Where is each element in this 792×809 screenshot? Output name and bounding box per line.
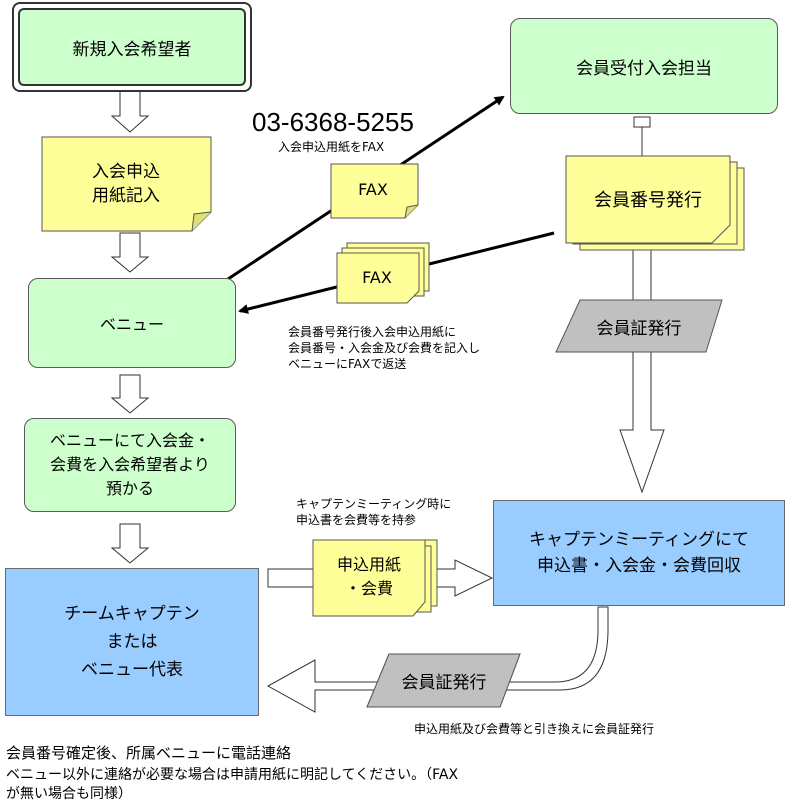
- down-arrow-3: [110, 374, 150, 414]
- member-number-label: 会員番号発行: [594, 190, 702, 211]
- fax-stack-label: FAX: [362, 267, 392, 287]
- venue-label: ベニュー: [99, 315, 164, 334]
- reception-label: 会員受付入会担当: [576, 58, 712, 79]
- card-issue-bottom-label: 会員証発行: [401, 673, 487, 693]
- form-fee-doc: [312, 539, 426, 617]
- applicant-box: 新規入会希望者: [12, 2, 252, 92]
- deposit-box: ベニューにて入会金・ 会費を入会希望者より 預かる: [24, 418, 236, 512]
- down-arrow-1: [110, 89, 150, 133]
- meeting-note: キャプテンミーティング時に 申込書を会費等を持参: [296, 497, 452, 527]
- fax-stack-doc: [336, 252, 420, 304]
- captain-meeting-label: キャプテンミーティングにて 申込書・入会金・会費回収: [529, 530, 749, 576]
- small-connector: [633, 116, 651, 128]
- fax-note: 入会申込用紙をFAX: [278, 140, 385, 154]
- footer-line-3: が無い場合も同様）: [6, 786, 132, 802]
- phone-number: 03-6368-5255: [252, 107, 414, 137]
- member-number-doc: [565, 155, 731, 244]
- fax-single-label: FAX: [358, 179, 388, 199]
- footer-line-2: ベニュー以外に連絡が必要な場合は申請用紙に明記してください。（FAX: [6, 767, 459, 783]
- captain-label: チームキャプテン または ベニュー代表: [64, 604, 200, 680]
- footer-line-1: 会員番号確定後、所属ベニューに電話連絡: [6, 744, 292, 762]
- big-down-arrow: [619, 249, 665, 494]
- deposit-label: ベニューにて入会金・ 会費を入会希望者より 預かる: [49, 431, 210, 498]
- return-note: 会員番号発行後入会申込用紙に 会員番号・入会金及び会費を記入し ベニューにFAX…: [288, 325, 481, 371]
- return-arrow: [266, 606, 609, 713]
- form-fee-label: 申込用紙 ・会費: [336, 555, 401, 598]
- down-arrow-4: [110, 523, 150, 564]
- card-issue-top-label: 会員証発行: [596, 318, 682, 339]
- exchange-note: 申込用紙及び会費等と引き換えに会員証発行: [414, 722, 655, 736]
- captain-meeting-box: キャプテンミーティングにて 申込書・入会金・会費回収: [493, 500, 785, 606]
- captain-box: チームキャプテン または ベニュー代表: [5, 568, 259, 716]
- down-arrow-2: [110, 232, 150, 273]
- venue-box: ベニュー: [28, 278, 236, 368]
- card-issue-top-shape: [555, 299, 723, 353]
- reception-box: 会員受付入会担当: [510, 18, 778, 114]
- application-form-label: 入会申込 用紙記入: [92, 162, 160, 206]
- applicant-label: 新規入会希望者: [18, 8, 246, 86]
